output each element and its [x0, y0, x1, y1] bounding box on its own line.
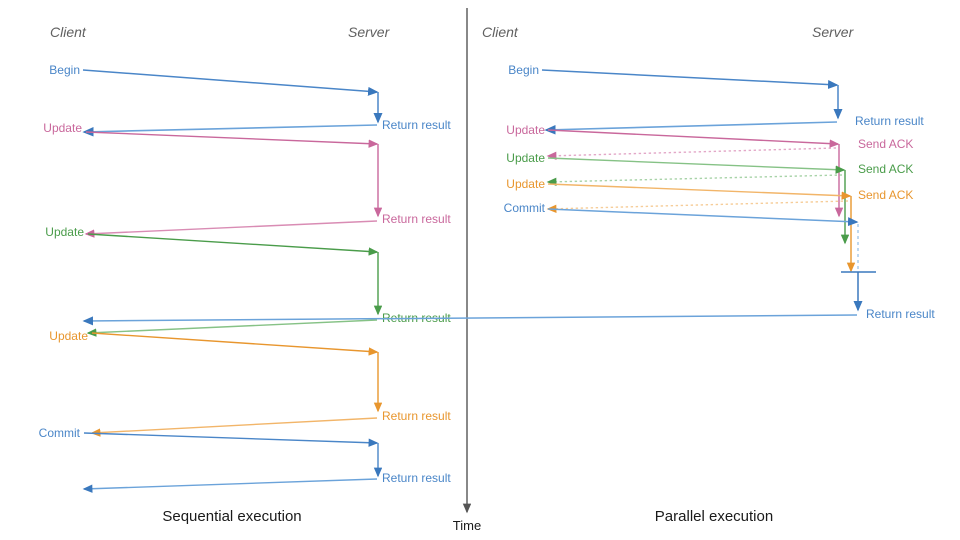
message-group-update-orange-parallel: [546, 183, 856, 273]
message-group-commit: [82, 432, 383, 493]
server-label-send-ack-3: Send ACK: [858, 188, 913, 202]
lane-header-server: Server: [348, 24, 391, 40]
client-label-update-parallel-2: Update: [506, 151, 545, 165]
panel-sequential: Client Server Begin Return result Update…: [39, 24, 452, 525]
panel-parallel: Client Server Begin Return result Update…: [82, 24, 935, 525]
client-label-update-parallel-1: Update: [506, 123, 545, 137]
message-group-update-orange: [90, 332, 383, 437]
message-group-update-pink-parallel: [546, 129, 844, 218]
server-label-send-ack-2: Send ACK: [858, 162, 913, 176]
client-label-begin: Begin: [49, 63, 80, 77]
server-label-send-ack-1: Send ACK: [858, 137, 913, 151]
client-label-update-parallel-3: Update: [506, 177, 545, 191]
client-label-update-1: Update: [43, 121, 82, 135]
message-group-update-pink: [84, 131, 383, 238]
server-label-return-result-1: Return result: [382, 118, 451, 132]
message-group-update-green: [86, 233, 383, 337]
lane-header-server-parallel: Server: [812, 24, 855, 40]
message-group-commit-parallel: [82, 208, 876, 326]
server-label-return-result-parallel-2: Return result: [866, 307, 935, 321]
message-group-begin: [82, 69, 383, 137]
lane-header-client: Client: [50, 24, 87, 40]
panel-caption-sequential: Sequential execution: [162, 508, 301, 525]
server-label-return-result-2: Return result: [382, 212, 451, 226]
client-label-update-2: Update: [45, 225, 84, 239]
client-label-commit-parallel: Commit: [504, 201, 546, 215]
client-label-commit: Commit: [39, 426, 81, 440]
server-label-return-result-4: Return result: [382, 409, 451, 423]
server-label-return-result-5: Return result: [382, 471, 451, 485]
panel-caption-parallel: Parallel execution: [655, 508, 773, 525]
client-label-update-3: Update: [49, 329, 88, 343]
server-label-return-result-parallel-1: Return result: [855, 114, 924, 128]
message-group-update-green-parallel: [546, 157, 850, 245]
time-axis-label: Time: [453, 518, 481, 533]
lane-header-client-parallel: Client: [482, 24, 519, 40]
client-label-begin-parallel: Begin: [508, 63, 539, 77]
message-group-begin-parallel: [541, 69, 843, 135]
